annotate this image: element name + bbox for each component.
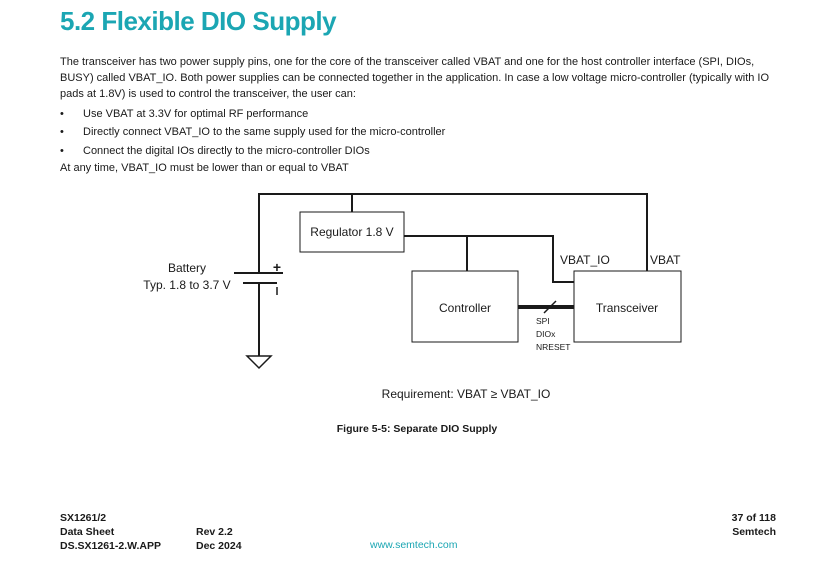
battery-range: Typ. 1.8 to 3.7 V	[143, 278, 230, 292]
bus-slash	[543, 300, 557, 314]
footer-page-number: 37 of 118	[731, 512, 776, 524]
vbat-label: VBAT	[650, 253, 681, 267]
bus-label-diox: DIOx	[536, 329, 556, 339]
section-title: 5.2 Flexible DIO Supply	[60, 6, 337, 36]
bus-label-spi: SPI	[536, 316, 550, 326]
note-text: At any time, VBAT_IO must be lower than …	[60, 162, 349, 174]
figure-caption: Figure 5-5: Separate DIO Supply	[337, 423, 498, 435]
footer-company: Semtech	[732, 526, 776, 538]
plus-sign: +	[273, 259, 281, 275]
ground-icon	[245, 355, 273, 370]
vbat-io-label: VBAT_IO	[560, 253, 610, 267]
transceiver-label: Transceiver	[596, 301, 658, 315]
requirement-text: Requirement: VBAT ≥ VBAT_IO	[382, 387, 551, 401]
controller-box	[411, 270, 519, 343]
footer-middle: Rev 2.2 Dec 2024	[196, 525, 242, 553]
vbat-wire	[258, 193, 648, 273]
footer-doc-type: Data Sheet	[60, 526, 115, 538]
footer-date: Dec 2024	[196, 540, 242, 552]
transceiver-box	[573, 270, 682, 343]
footer-right: 37 of 118 Semtech	[732, 511, 776, 539]
footer-product: SX1261/2	[60, 512, 107, 524]
footer-doc-id: DS.SX1261-2.W.APP	[60, 540, 161, 552]
controller-label: Controller	[439, 301, 491, 315]
vbat-io-wire	[404, 235, 574, 283]
battery-label: Battery	[168, 261, 206, 275]
regulator-box	[299, 211, 405, 253]
bus-label-nreset: NRESET	[536, 342, 570, 352]
regulator-label: Regulator 1.8 V	[310, 225, 393, 239]
footer-website-link[interactable]: www.semtech.com	[370, 539, 458, 551]
intro-paragraph: The transceiver has two power supply pin…	[60, 56, 770, 100]
footer-left: SX1261/2 Data Sheet DS.SX1261-2.W.APP	[60, 511, 161, 553]
footer-rev: Rev 2.2	[196, 526, 233, 538]
